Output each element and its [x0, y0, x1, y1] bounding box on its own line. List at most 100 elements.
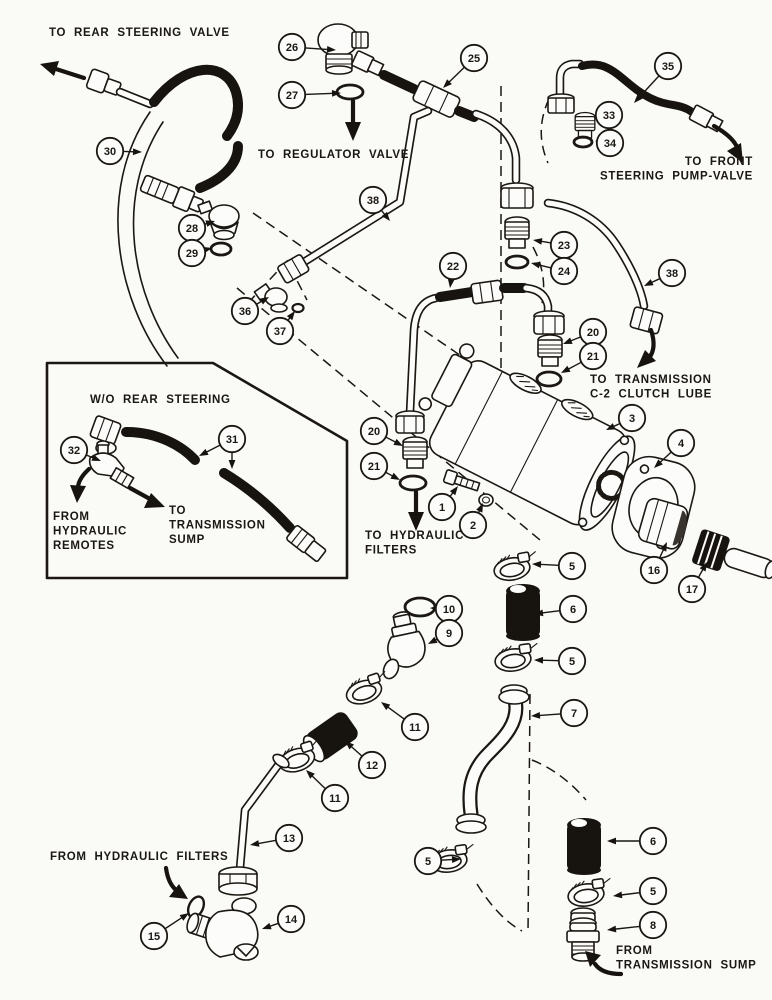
elbow-fitting-14: [186, 897, 259, 961]
svg-text:21: 21: [368, 461, 380, 473]
nut-2: [478, 493, 494, 507]
svg-text:15: 15: [148, 931, 160, 943]
callout-35: 35: [634, 51, 683, 103]
arrow-to-regulator-valve: [345, 122, 361, 141]
callout-28: 28: [177, 213, 215, 243]
hose-22-assembly: [395, 279, 565, 434]
arrow-to-c2-clutch-lube: [637, 350, 656, 368]
fitting-20-left: [402, 436, 428, 469]
callout-15: 15: [139, 913, 189, 951]
callout-4: 4: [654, 428, 696, 468]
svg-text:38: 38: [367, 195, 379, 207]
o-ring-34: [572, 135, 594, 149]
o-ring-21-right: [535, 370, 563, 388]
callout-37: 37: [265, 311, 295, 346]
o-ring-37: [291, 302, 305, 314]
inset-hose-31b: [219, 468, 327, 563]
svg-text:31: 31: [226, 434, 238, 446]
svg-text:27: 27: [286, 90, 298, 102]
flow-arrows: [40, 61, 743, 977]
callout-26: 26: [277, 32, 336, 62]
callout-29: 29: [177, 238, 212, 268]
svg-text:24: 24: [558, 266, 571, 278]
callout-5: 5: [534, 646, 587, 676]
svg-text:21: 21: [587, 351, 599, 363]
sleeve-16: [637, 497, 689, 550]
pipe-38-right: [543, 198, 664, 335]
callout-14: 14: [262, 904, 306, 934]
arrow-to-hydraulic-filters: [408, 512, 424, 531]
callout-5: 5: [532, 551, 587, 581]
callout-12: 12: [345, 741, 387, 780]
svg-text:11: 11: [329, 793, 341, 805]
svg-text:23: 23: [558, 240, 570, 252]
tube-13: [218, 753, 290, 896]
callout-20: 20: [359, 416, 403, 446]
svg-text:30: 30: [104, 146, 116, 158]
o-ring-24: [504, 254, 530, 270]
svg-text:26: 26: [286, 42, 298, 54]
diagram-artwork: [40, 23, 772, 977]
elbow-fitting-9: [382, 611, 426, 680]
svg-text:1: 1: [439, 502, 445, 514]
callout-20: 20: [563, 317, 608, 347]
svg-text:5: 5: [650, 886, 656, 898]
filter-sleeve-6a: [506, 584, 540, 641]
shaft-17: [692, 529, 772, 580]
svg-text:2: 2: [470, 520, 476, 532]
svg-text:7: 7: [571, 708, 577, 720]
svg-text:16: 16: [648, 565, 660, 577]
svg-text:6: 6: [570, 604, 576, 616]
pump-body: [418, 343, 636, 531]
construction-dashed-lines: [236, 86, 587, 935]
svg-text:6: 6: [650, 836, 656, 848]
callout-5: 5: [613, 876, 668, 906]
pipe-38-left: [277, 106, 433, 284]
svg-text:12: 12: [366, 760, 378, 772]
callout-24: 24: [531, 256, 579, 286]
callout-34: 34: [595, 128, 625, 158]
callout-10: 10: [430, 594, 464, 624]
bolt-1: [442, 469, 481, 492]
callout-21: 21: [561, 341, 608, 373]
svg-text:10: 10: [443, 604, 455, 616]
fitting-23: [504, 216, 530, 249]
callout-36: 36: [230, 296, 269, 326]
hose-clamp-5d: [565, 876, 615, 910]
svg-text:20: 20: [368, 426, 380, 438]
elbow-fitting-36: [253, 283, 288, 313]
svg-text:28: 28: [186, 223, 198, 235]
filter-sleeve-6b: [567, 818, 601, 875]
label-to-regulator-valve: TO REGULATOR VALVE: [258, 149, 409, 161]
hose-35-assembly: [547, 59, 724, 149]
svg-text:14: 14: [285, 914, 298, 926]
o-ring-29: [209, 241, 233, 257]
svg-text:9: 9: [446, 628, 452, 640]
pipe-7: [455, 684, 530, 834]
fitting-33: [574, 111, 596, 139]
arrow-to-rear-steering-valve: [40, 61, 59, 76]
callout-11: 11: [306, 770, 350, 813]
fitting-20-right: [537, 334, 563, 367]
svg-text:20: 20: [587, 327, 599, 339]
svg-text:37: 37: [274, 326, 286, 338]
callout-8: 8: [607, 910, 668, 940]
svg-text:13: 13: [283, 833, 295, 845]
elbow-fitting-28: [197, 200, 240, 241]
callout-16: 16: [639, 542, 669, 585]
svg-text:17: 17: [686, 584, 698, 596]
label-wo-rear-steering: W/O REAR STEERING: [90, 394, 231, 406]
callout-38: 38: [644, 258, 687, 288]
inset-box-border: [45, 361, 349, 580]
svg-text:5: 5: [569, 561, 575, 573]
o-ring-21-left: [398, 474, 428, 492]
callout-32: 32: [59, 435, 101, 465]
